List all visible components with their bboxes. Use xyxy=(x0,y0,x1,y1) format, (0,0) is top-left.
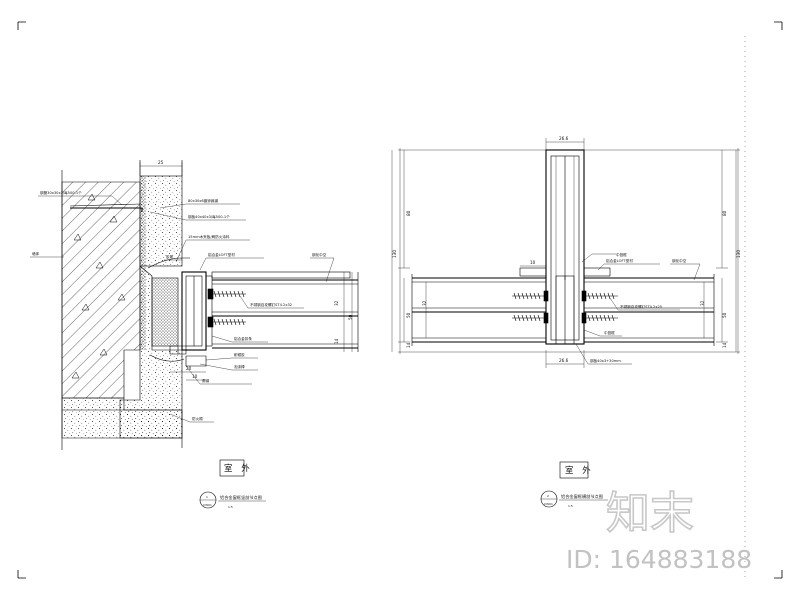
left-caption-title: 铝合金窗框竖剖节点图 xyxy=(220,494,262,501)
dim-right-top: 26.6 xyxy=(559,136,569,141)
left-label-2: 钢板40x40x3/每500-1个 xyxy=(188,214,230,219)
right-room-text: 室 外 xyxy=(565,465,594,476)
right-label-3: 不锈钢自攻螺钉ST4.2x25 xyxy=(620,304,662,309)
dim-inner-a: 32 xyxy=(422,300,427,306)
right-caption-scale: 1:5 xyxy=(568,504,573,508)
frame-profile xyxy=(181,271,213,351)
left-leaders: 钢管30x30x3/每500-1个 80x30x6镀锌扁钢 钢板40x40x3/… xyxy=(30,190,335,423)
right-label-2: 钢化中空 xyxy=(672,258,687,263)
left-label-1: 80x30x6镀锌扁钢 xyxy=(188,198,218,203)
left-caption-ref: CW01 xyxy=(203,503,212,507)
wall-hatch xyxy=(61,181,141,399)
right-caption: 2 CW01 铝合金窗框横剖节点图 1:5 xyxy=(540,490,608,508)
watermark-id: ID: 164883188 xyxy=(566,545,752,574)
right-glass-left xyxy=(411,267,547,346)
right-section-drawing xyxy=(398,148,740,354)
dim-side-c: 14 xyxy=(334,338,339,344)
right-caption-ref: CW01 xyxy=(544,502,553,506)
plaster-strip xyxy=(140,176,146,350)
right-label-0: 中竖框 xyxy=(616,252,627,257)
mullion xyxy=(545,149,585,345)
left-dimensions: 25 20 10 32 50 14 xyxy=(139,160,353,381)
dim-left-total: 130 xyxy=(392,250,397,258)
dim-left-mid: 50 xyxy=(406,312,411,318)
left-label-9: 耐候胶 xyxy=(234,352,245,357)
dim-left-low: 14 xyxy=(406,342,411,348)
right-caption-number: 2 xyxy=(547,494,549,498)
dim-right-bottom: 26.6 xyxy=(559,358,569,363)
watermark-logo: 知末 xyxy=(606,488,694,539)
dim-right-mid: 50 xyxy=(722,312,727,318)
dim-gap: 10 xyxy=(530,260,536,265)
dim-d2: 10 xyxy=(192,374,198,379)
right-leaders: 中竖框 铝合金LOFT型材 钢化中空 不锈钢自攻螺钉ST4.2x25 中竖框 钢… xyxy=(575,252,701,365)
right-label-1: 铝合金LOFT型材 xyxy=(606,258,633,263)
left-label-7: 不锈钢自攻螺钉ST4.2x32 xyxy=(250,302,292,307)
right-room-label: 室 外 xyxy=(559,461,594,479)
left-label-8: 铝合金扣条 xyxy=(234,336,252,341)
dim-right-total: 130 xyxy=(736,250,741,258)
dim-d1: 20 xyxy=(186,366,192,371)
glass-unit xyxy=(211,271,359,352)
left-label-3: 15mm木夹板/刷防火涂料 xyxy=(188,234,230,239)
insulation-block xyxy=(151,277,179,347)
dim-right-upper: 80 xyxy=(722,210,727,216)
right-screws xyxy=(512,290,618,324)
dim-side-b: 50 xyxy=(348,314,353,320)
right-label-4: 中竖框 xyxy=(604,330,615,335)
screws xyxy=(207,288,246,328)
left-caption: 1 CW01 铝合金窗框竖剖节点图 1:5 xyxy=(199,491,266,509)
left-caption-number: 1 xyxy=(206,495,208,499)
concrete-column-top xyxy=(139,175,183,267)
left-label-11: 角钢 xyxy=(202,378,210,383)
right-label-5: 钢板40x3+30mm xyxy=(590,358,621,363)
left-label-10: 泡沫棒 xyxy=(234,364,245,369)
left-label-13: 防火棉 xyxy=(192,416,203,421)
left-label-0: 钢管30x30x3/每500-1个 xyxy=(40,190,82,195)
left-label-4: 胶条 xyxy=(166,254,174,259)
right-glass-right xyxy=(583,267,715,346)
dim-top-width: 25 xyxy=(158,160,164,165)
watermark: 知末 ID: 164883188 xyxy=(566,487,752,574)
right-caption-title: 铝合金窗框横剖节点图 xyxy=(561,493,603,500)
wall-aggregate-marks xyxy=(71,193,126,379)
left-caption-scale: 1:5 xyxy=(228,505,233,509)
dim-inner-b: 32 xyxy=(700,300,705,306)
left-room-text: 室 外 xyxy=(224,463,253,474)
left-label-12: 墙体 xyxy=(32,251,40,256)
dim-side-a: 32 xyxy=(334,300,339,306)
dim-left-upper: 80 xyxy=(406,210,411,216)
left-label-6: 钢化中空 xyxy=(312,252,327,257)
left-room-label: 室 外 xyxy=(219,459,253,477)
right-dimensions: 26.6 26.6 130 80 50 14 130 80 50 14 32 3… xyxy=(391,136,741,368)
left-section-drawing xyxy=(61,160,359,450)
page-corner-marks xyxy=(17,21,783,580)
left-label-5: 铝合金LOFT型材 xyxy=(208,252,235,257)
dim-right-low: 14 xyxy=(722,342,727,348)
